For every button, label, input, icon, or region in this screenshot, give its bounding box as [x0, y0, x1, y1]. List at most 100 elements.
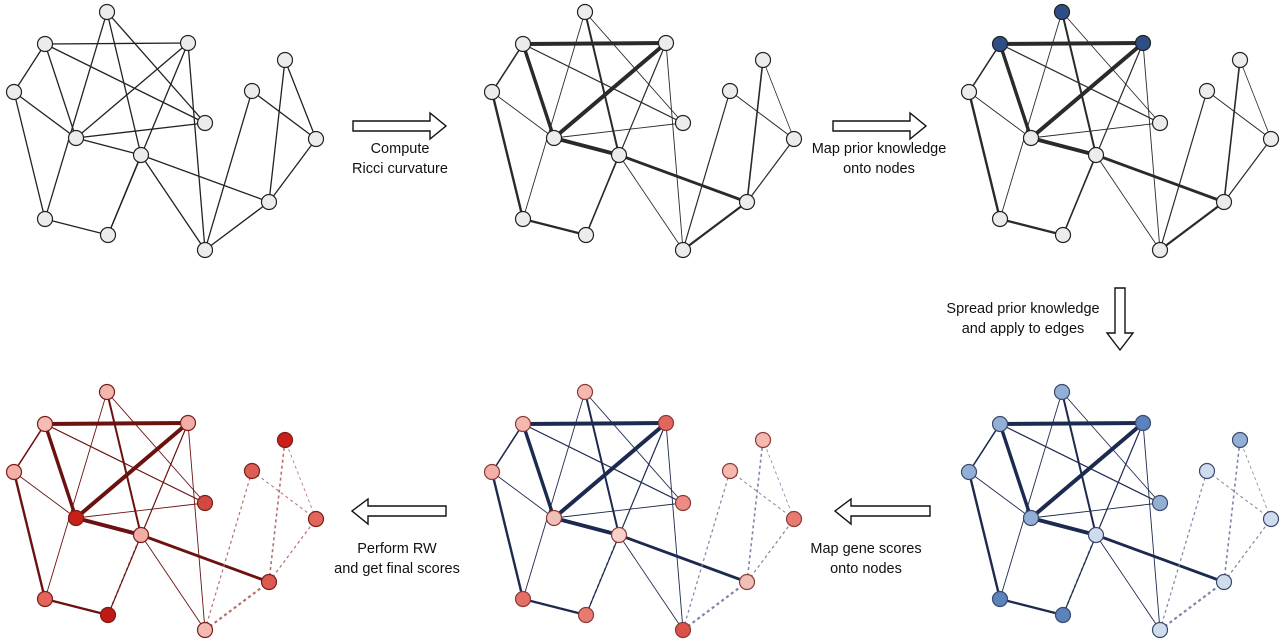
edge-4-8	[1061, 391, 1161, 504]
edge-1-3	[43, 423, 78, 519]
node-10	[260, 193, 278, 211]
node-6	[1087, 526, 1105, 544]
edge-6-9	[1095, 154, 1161, 251]
edge-4-6	[1061, 391, 1097, 536]
edge-10-13	[1223, 439, 1241, 583]
node-9	[1151, 241, 1169, 259]
edge-4-8	[106, 11, 206, 124]
node-12	[1262, 510, 1280, 528]
node-6	[610, 146, 628, 164]
edge-3-6	[1030, 136, 1097, 157]
node-3	[1022, 509, 1040, 527]
panel-input-network	[5, 3, 325, 259]
edge-10-13	[268, 59, 286, 203]
edge-5-7	[1062, 422, 1144, 616]
edge-3-8	[1030, 122, 1161, 139]
node-6	[610, 526, 628, 544]
edge-9-10	[1159, 201, 1225, 251]
edge-12-13	[284, 59, 317, 140]
edge-5-7	[585, 422, 667, 616]
edge-2-4	[44, 391, 108, 600]
node-5	[1054, 606, 1072, 624]
arrow-compute-curvature: Compute Ricci curvature	[352, 111, 448, 177]
edge-7-9	[187, 42, 206, 251]
node-6	[132, 526, 150, 544]
node-1	[36, 35, 54, 53]
node-1	[991, 35, 1009, 53]
edge-0-3	[491, 471, 555, 519]
node-8	[1151, 114, 1169, 132]
arrow-spread-prior: Spread prior knowledge and apply to edge…	[946, 287, 1135, 352]
node-13	[276, 51, 294, 69]
node-8	[196, 114, 214, 132]
node-6	[132, 146, 150, 164]
edge-3-8	[553, 502, 684, 519]
edge-6-9	[140, 534, 206, 631]
edge-3-8	[75, 122, 206, 139]
edge-0-3	[491, 91, 555, 139]
edge-7-9	[1142, 422, 1161, 631]
edge-3-6	[553, 136, 620, 157]
node-4	[98, 3, 116, 21]
arrow-compute-curvature-line2: Ricci curvature	[352, 161, 448, 177]
edge-7-9	[1142, 42, 1161, 251]
node-3	[545, 129, 563, 147]
edge-9-11	[1159, 470, 1208, 631]
edge-3-6	[75, 137, 142, 156]
right-arrow-icon	[832, 111, 928, 141]
node-8	[1151, 494, 1169, 512]
panel-gene-scores	[483, 383, 803, 639]
node-0	[483, 83, 501, 101]
node-11	[243, 462, 261, 480]
edge-4-8	[584, 11, 684, 124]
arrow-spread-prior-line1: Spread prior knowledge	[946, 301, 1099, 317]
edge-12-13	[1239, 439, 1272, 520]
edge-9-11	[1159, 90, 1208, 251]
edge-4-6	[106, 391, 142, 536]
node-0	[5, 463, 23, 481]
edge-6-10	[1095, 533, 1225, 584]
node-12	[1262, 130, 1280, 148]
edge-10-13	[268, 439, 286, 583]
edge-2-5	[999, 597, 1064, 617]
arrow-spread-prior-line2: and apply to edges	[962, 321, 1085, 337]
edge-9-10	[204, 201, 270, 251]
node-11	[1198, 82, 1216, 100]
arrow-map-prior: Map prior knowledge onto nodes	[812, 111, 946, 177]
edge-0-2	[967, 471, 1002, 600]
edge-0-1	[13, 423, 46, 473]
edge-2-4	[999, 391, 1063, 600]
edge-11-12	[251, 470, 317, 520]
node-9	[1151, 621, 1169, 639]
edge-10-12	[1223, 138, 1272, 203]
edge-10-13	[746, 59, 764, 203]
edge-5-7	[107, 422, 189, 616]
edge-0-2	[13, 91, 46, 220]
edge-10-13	[1223, 59, 1241, 203]
edge-9-10	[204, 581, 270, 631]
panel-prior-knowledge	[960, 3, 1280, 259]
node-5	[577, 606, 595, 624]
edge-5-7	[107, 42, 189, 236]
edge-0-2	[490, 471, 525, 600]
edge-6-10	[140, 533, 270, 584]
edge-3-6	[553, 516, 620, 537]
node-10	[260, 573, 278, 591]
edge-1-3	[521, 423, 556, 519]
edge-4-6	[584, 11, 620, 156]
node-4	[576, 3, 594, 21]
edge-10-12	[746, 518, 795, 583]
edge-0-2	[12, 471, 47, 600]
edge-12-13	[762, 59, 795, 140]
node-10	[738, 193, 756, 211]
node-0	[960, 463, 978, 481]
edge-5-7	[585, 42, 667, 236]
node-5	[577, 226, 595, 244]
edge-0-1	[491, 423, 524, 473]
edge-3-7	[1029, 421, 1145, 520]
edge-12-13	[1239, 59, 1272, 140]
node-9	[196, 621, 214, 639]
panel-final-scores	[5, 383, 325, 639]
node-11	[1198, 462, 1216, 480]
edge-3-6	[75, 516, 142, 537]
